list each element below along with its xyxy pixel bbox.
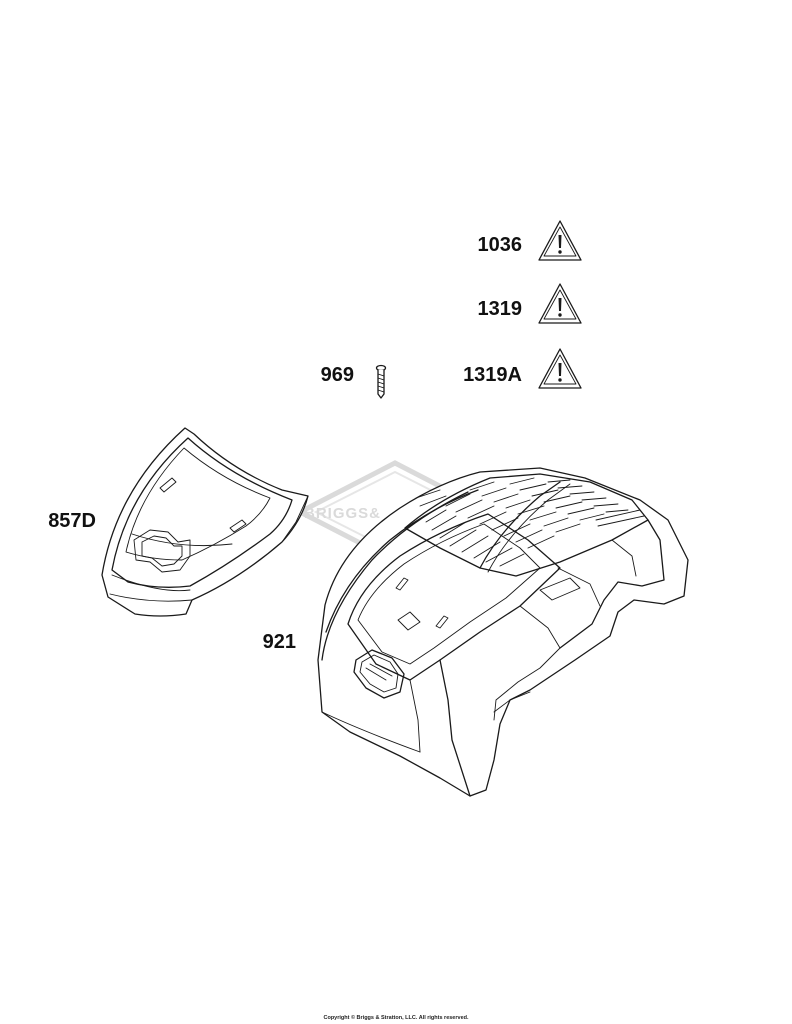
engine-cover-drawing [317,467,689,797]
warning-triangle-icon [538,283,582,324]
screw-icon [375,364,387,399]
cover-insert-drawing [101,427,309,617]
warning-triangle-icon [538,348,582,389]
part-number-1319: 1319 [478,298,523,320]
copyright-notice: Copyright © Briggs & Stratton, LLC. All … [323,1014,469,1021]
warning-triangle-icon [538,220,582,261]
watermark-text: BRIGGS& [304,505,381,522]
screw-part-969[interactable]: 969 [321,364,387,399]
warning-label-1036[interactable]: 1036 [478,220,582,261]
briggs-logo-badge [353,649,405,699]
part-number-1036: 1036 [478,234,523,256]
warning-label-1319[interactable]: 1319 [478,283,582,324]
warning-label-1319A[interactable]: 1319A [463,348,582,389]
part-number-969: 969 [321,364,354,386]
engine-cover-part-921[interactable]: 921 [263,467,689,797]
part-number-921: 921 [263,631,296,653]
part-number-857D: 857D [48,510,96,532]
cover-insert-part-857D[interactable]: 857D [48,427,309,617]
part-number-1319A: 1319A [463,364,522,386]
grille-slats [425,477,629,573]
